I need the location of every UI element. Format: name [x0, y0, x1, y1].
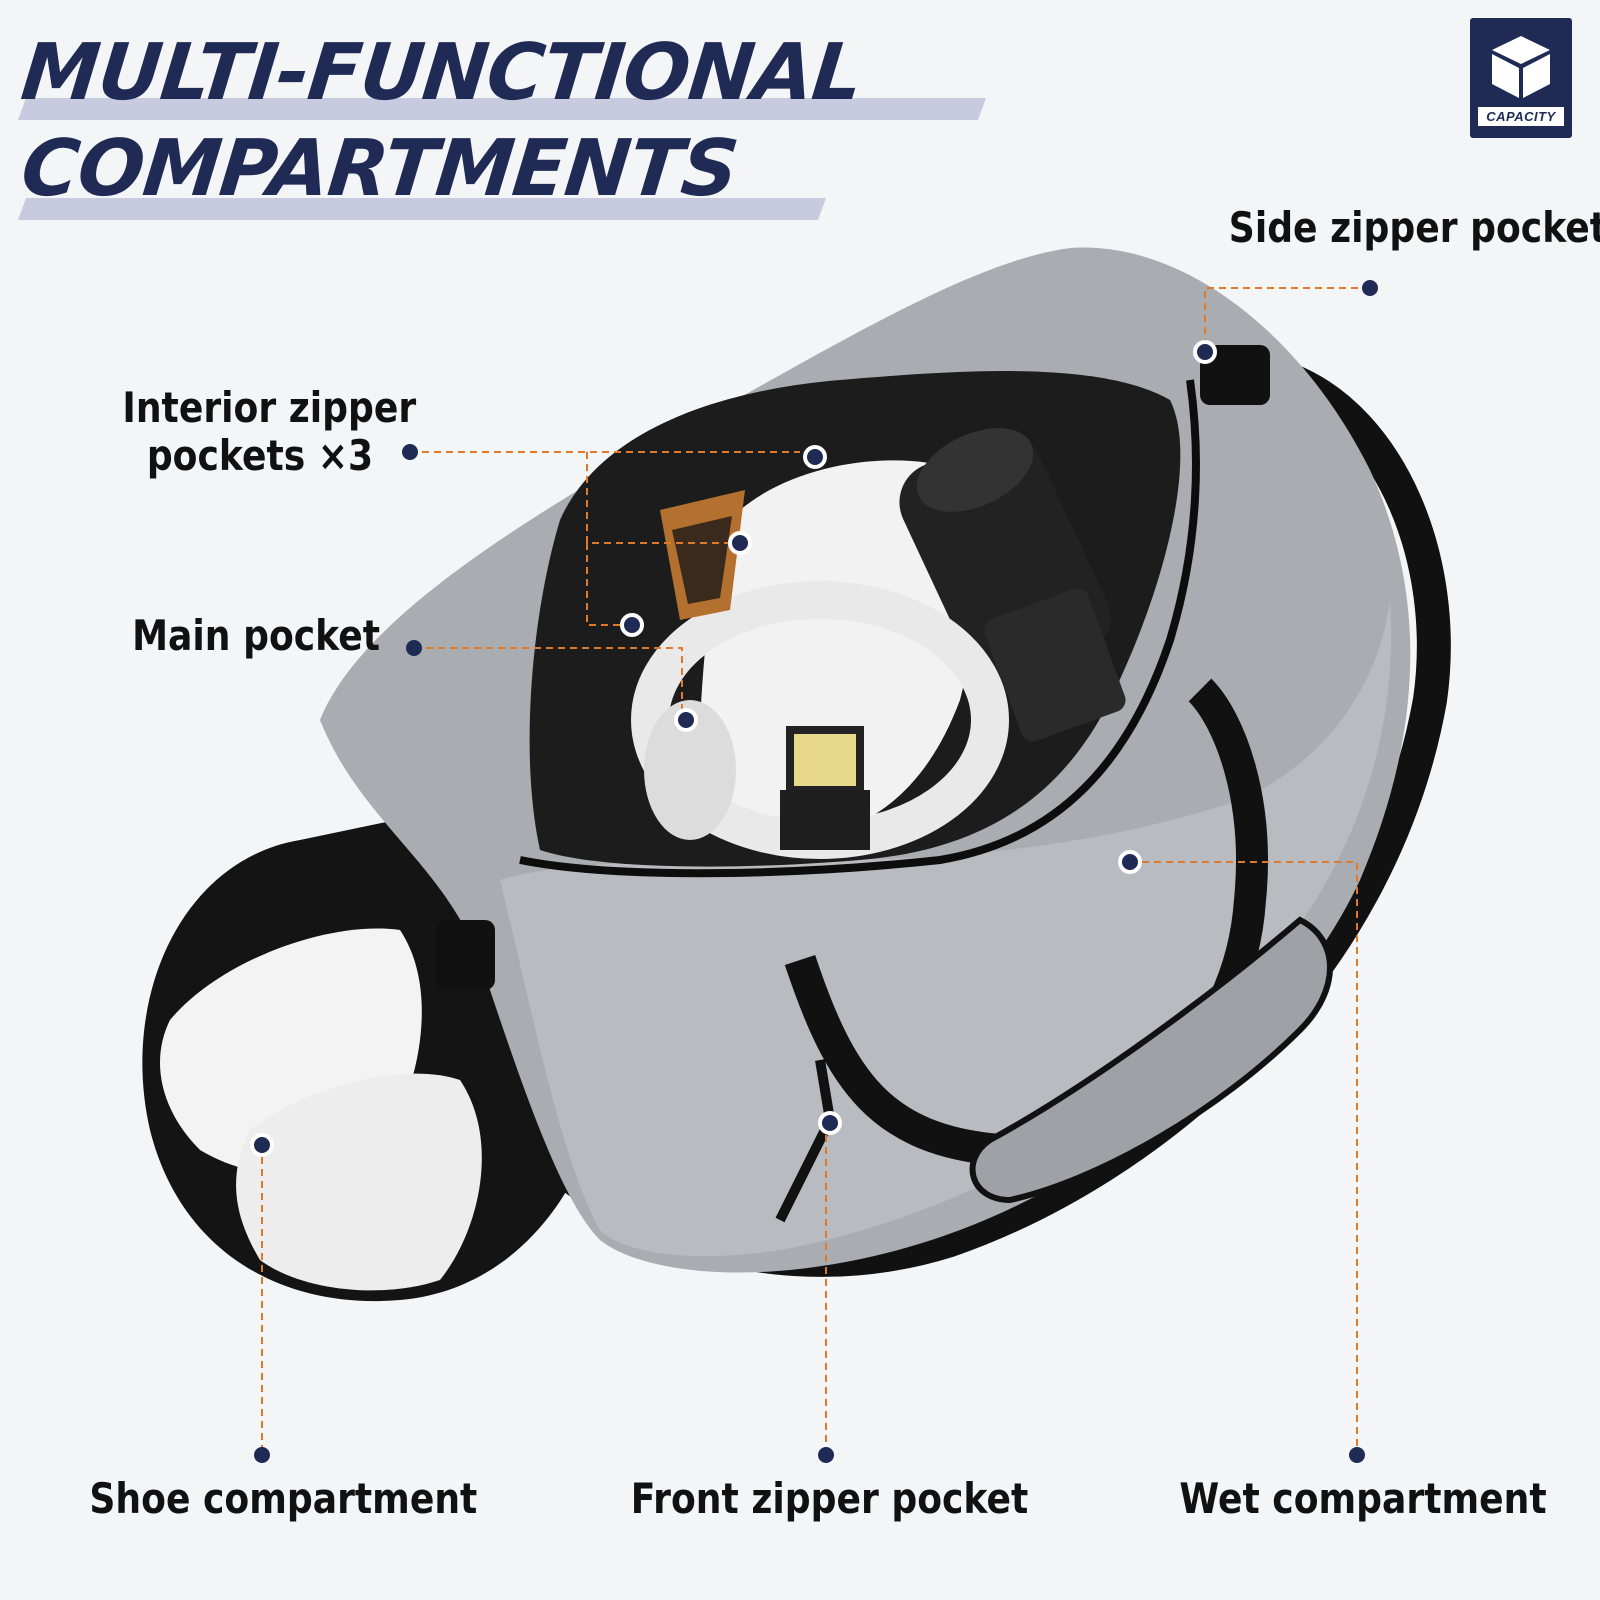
shoe-right — [236, 1073, 482, 1291]
dot-front-pocket — [818, 1111, 842, 1135]
callout-interior-zipper-pockets: Interior zipper pockets ×3 — [122, 383, 417, 481]
dot-shoe-compartment — [250, 1133, 274, 1157]
page-title: MULTI-FUNCTIONAL COMPARTMENTS — [17, 22, 1002, 222]
dot-interior-pocket-3 — [620, 613, 644, 637]
dot-front-label — [818, 1447, 834, 1463]
leader-main — [414, 647, 683, 720]
strap-buckle — [435, 920, 495, 990]
capacity-badge-label: CAPACITY — [1478, 107, 1564, 126]
shoulder-pad — [969, 916, 1333, 1204]
towel — [698, 460, 984, 841]
camera-flash — [786, 726, 864, 794]
bag-front-panel — [500, 600, 1392, 1257]
marker-dots-on-bag — [250, 340, 1217, 1157]
callout-wet-compartment: Wet compartment — [1179, 1474, 1547, 1523]
dot-interior-pocket-2 — [728, 531, 752, 555]
dot-main-label — [406, 640, 422, 656]
capacity-badge: CAPACITY — [1470, 18, 1572, 138]
title-line-2: COMPARTMENTS — [17, 124, 742, 214]
leader-interior-3 — [586, 543, 630, 626]
dot-side-label — [1362, 280, 1378, 296]
leader-lines — [261, 287, 1370, 1455]
callout-side-zipper-pocket: Side zipper pocket — [1228, 203, 1600, 252]
dot-wet-label — [1349, 1447, 1365, 1463]
leader-side — [1204, 287, 1370, 352]
callout-interior-line-1: Interior zipper — [122, 383, 417, 432]
main-zipper — [519, 379, 1200, 878]
dot-side-pocket — [1193, 340, 1217, 364]
camera-body — [984, 588, 1126, 742]
dot-shoe-label — [254, 1447, 270, 1463]
callout-interior-line-2: pockets ×3 — [146, 431, 374, 481]
dot-main-pocket — [674, 708, 698, 732]
callout-shoe-compartment: Shoe compartment — [89, 1474, 478, 1523]
marker-dots — [254, 280, 1378, 1463]
callout-main-pocket: Main pocket — [132, 611, 380, 660]
front-pocket-zipper — [775, 1059, 836, 1223]
dot-interior-pocket-1 — [803, 445, 827, 469]
dot-wet-compartment — [1118, 850, 1142, 874]
box-icon — [1492, 36, 1550, 98]
title-line-1: MULTI-FUNCTIONAL — [17, 28, 867, 118]
callout-front-zipper-pocket: Front zipper pocket — [630, 1474, 1029, 1523]
leader-wet — [1130, 861, 1358, 1455]
dot-interior-label — [402, 444, 418, 460]
